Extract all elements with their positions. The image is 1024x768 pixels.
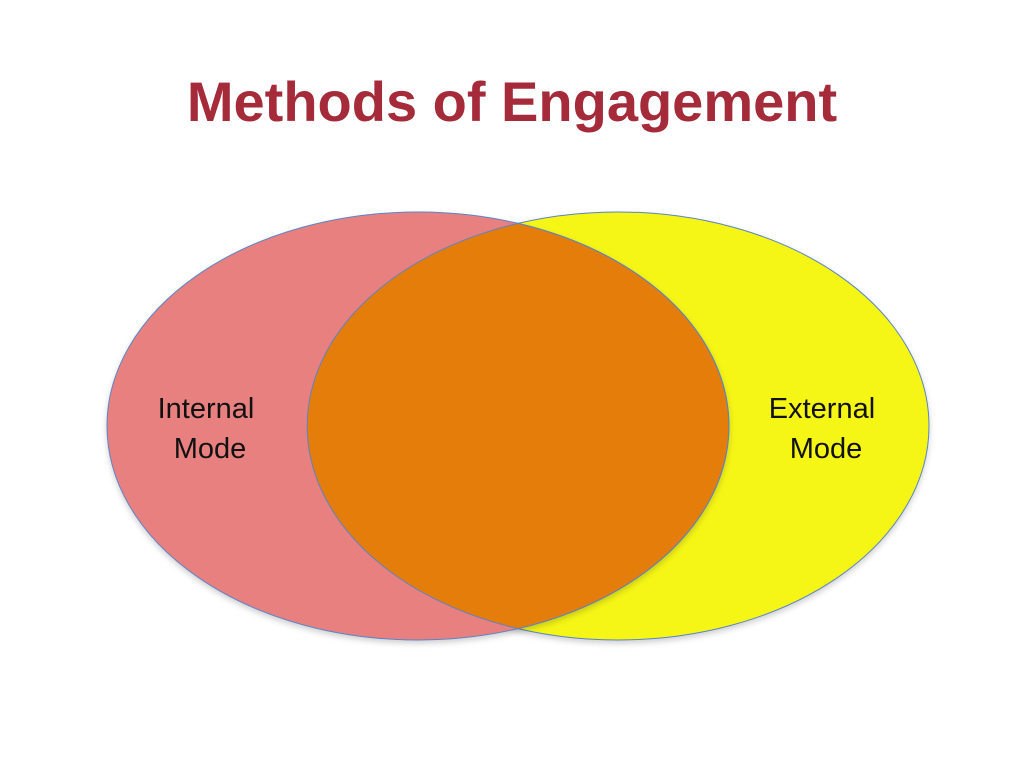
overlap-region xyxy=(306,222,730,630)
external-mode-label-line1: External xyxy=(769,393,875,425)
external-mode-label: External Mode xyxy=(769,393,883,465)
internal-mode-label-line2: Mode xyxy=(174,433,247,465)
internal-mode-label: Internal Mode xyxy=(158,393,263,465)
internal-mode-label-line1: Internal xyxy=(158,393,255,425)
external-mode-label-line2: Mode xyxy=(790,433,863,465)
slide-title: Methods of Engagement xyxy=(186,70,838,133)
